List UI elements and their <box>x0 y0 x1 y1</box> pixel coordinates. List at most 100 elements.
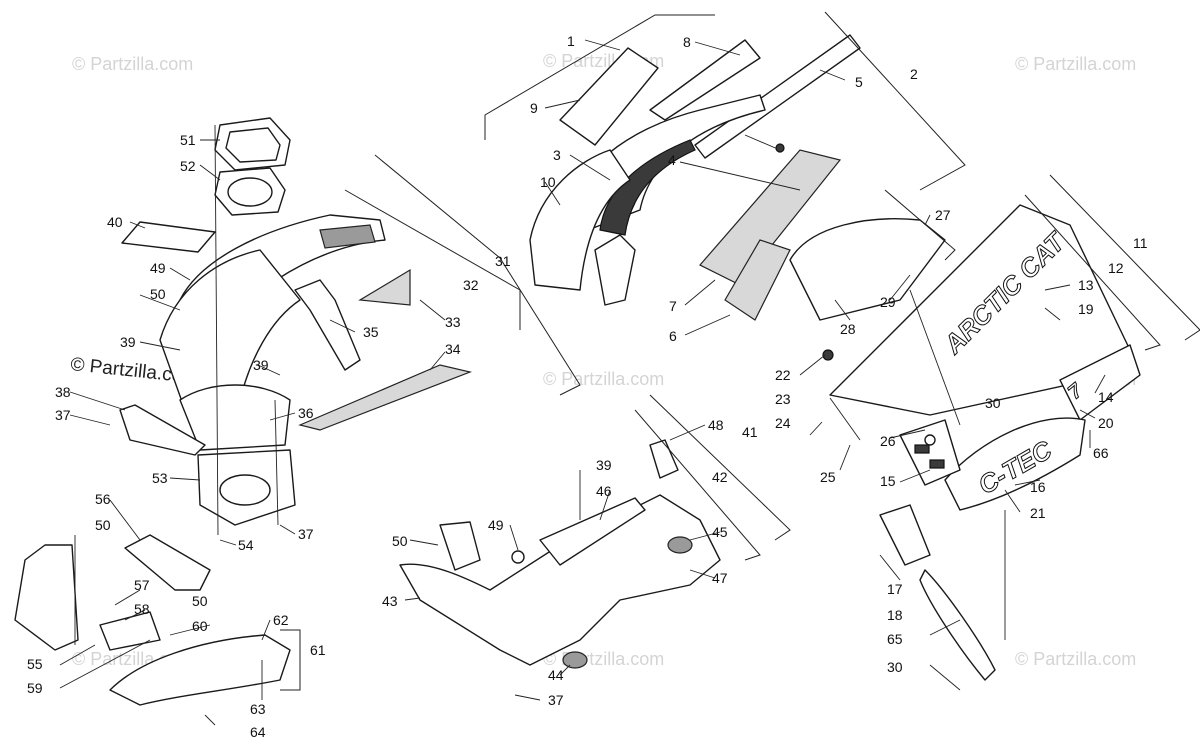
part-15-vent <box>899 419 961 486</box>
label-24: 24 <box>775 415 791 431</box>
bracket-group-42 <box>634 409 761 561</box>
part-5-rail <box>694 34 861 159</box>
part-21-lower-panel <box>944 417 1086 511</box>
watermark-top-right: © Partzilla.com <box>1015 54 1136 74</box>
label-30a: 30 <box>985 395 1001 411</box>
label-13: 13 <box>1078 277 1094 293</box>
label-20: 20 <box>1098 415 1114 431</box>
part-38-scoop <box>119 404 206 456</box>
label-18: 18 <box>887 607 903 623</box>
part-61-lower-panel <box>109 634 291 706</box>
part-17-vent-grille <box>879 504 931 566</box>
label-47: 47 <box>712 570 728 586</box>
part-8-strip <box>649 39 761 121</box>
label-44: 44 <box>548 667 564 683</box>
label-60: 60 <box>192 618 208 634</box>
label-50d: 50 <box>392 533 408 549</box>
side-panel-assembly: ARCTIC CAT 7 C-TEC <box>789 204 1141 681</box>
bracket-group-61 <box>280 629 301 691</box>
watermark-middle-center: © Partzilla.com <box>543 369 664 389</box>
label-25: 25 <box>820 469 836 485</box>
label-62: 62 <box>273 612 289 628</box>
part-7-pad <box>699 149 842 286</box>
bracket-group-11 <box>1049 174 1200 341</box>
bracket-group-27 <box>884 189 956 261</box>
label-40: 40 <box>107 214 123 230</box>
label-15: 15 <box>880 473 896 489</box>
part-65-strip <box>919 569 996 681</box>
label-43: 43 <box>382 593 398 609</box>
label-48: 48 <box>708 417 724 433</box>
part-31-nose <box>159 249 301 411</box>
label-19: 19 <box>1078 301 1094 317</box>
part-9-windshield <box>559 47 659 146</box>
bracket-group-1 <box>484 14 715 140</box>
label-31: 31 <box>495 253 511 269</box>
leader-lines <box>59 39 1106 726</box>
label-52: 52 <box>180 158 196 174</box>
watermark-bottom-right: © Partzilla.com <box>1015 649 1136 669</box>
label-11: 11 <box>1133 235 1148 251</box>
part-6-pad <box>724 239 791 321</box>
label-2: 2 <box>910 66 918 82</box>
part-33-pad <box>358 268 411 306</box>
lower-left-parts <box>14 534 291 706</box>
label-58: 58 <box>134 601 150 617</box>
label-39c: 39 <box>596 457 612 473</box>
label-28: 28 <box>840 321 856 337</box>
label-9: 9 <box>530 100 538 116</box>
label-63: 63 <box>250 701 266 717</box>
label-1: 1 <box>567 33 575 49</box>
label-35: 35 <box>363 324 379 340</box>
label-37b: 37 <box>298 526 314 542</box>
part-27-inner-panel <box>789 218 946 321</box>
label-57: 57 <box>134 577 150 593</box>
part-41-belly-pan <box>399 494 721 666</box>
label-5: 5 <box>855 74 863 90</box>
label-27: 27 <box>935 207 951 223</box>
bracket-group-41 <box>649 394 791 541</box>
label-12: 12 <box>1108 260 1124 276</box>
part-36-belly <box>179 384 291 451</box>
part-55-side-cover <box>14 544 79 651</box>
label-34: 34 <box>445 341 461 357</box>
label-29: 29 <box>880 294 896 310</box>
label-17: 17 <box>887 581 903 597</box>
bracket-group-12 <box>1024 194 1161 351</box>
label-37a: 37 <box>55 407 71 423</box>
label-39b: 39 <box>253 357 269 373</box>
label-38: 38 <box>55 384 71 400</box>
label-23: 23 <box>775 391 791 407</box>
hood-assembly <box>529 34 861 321</box>
part-40-decal <box>121 221 216 253</box>
label-45: 45 <box>712 524 728 540</box>
label-21: 21 <box>1030 505 1046 521</box>
label-54: 54 <box>238 537 254 553</box>
label-39a: 39 <box>120 334 136 350</box>
label-64: 64 <box>250 724 266 740</box>
label-26: 26 <box>880 433 896 449</box>
bracket-group-2 <box>824 11 966 191</box>
part-10-side-panel <box>529 149 631 291</box>
label-37c: 37 <box>548 692 564 708</box>
label-3: 3 <box>553 147 561 163</box>
label-56: 56 <box>95 491 111 507</box>
label-53: 53 <box>152 470 168 486</box>
label-61: 61 <box>310 642 326 658</box>
part-56-cover <box>124 534 211 591</box>
label-32: 32 <box>463 277 479 293</box>
part-20-front-panel <box>1059 344 1141 421</box>
label-49b: 49 <box>488 517 504 533</box>
part-46-rail <box>539 497 646 566</box>
label-14: 14 <box>1098 389 1114 405</box>
label-22: 22 <box>775 367 791 383</box>
label-4: 4 <box>668 152 676 168</box>
label-8: 8 <box>683 34 691 50</box>
label-6: 6 <box>669 328 677 344</box>
label-51: 51 <box>180 132 196 148</box>
nose-assembly <box>119 117 473 526</box>
label-59: 59 <box>27 680 43 696</box>
label-7: 7 <box>669 298 677 314</box>
label-42: 42 <box>712 469 728 485</box>
part-43-scoop <box>439 521 481 571</box>
